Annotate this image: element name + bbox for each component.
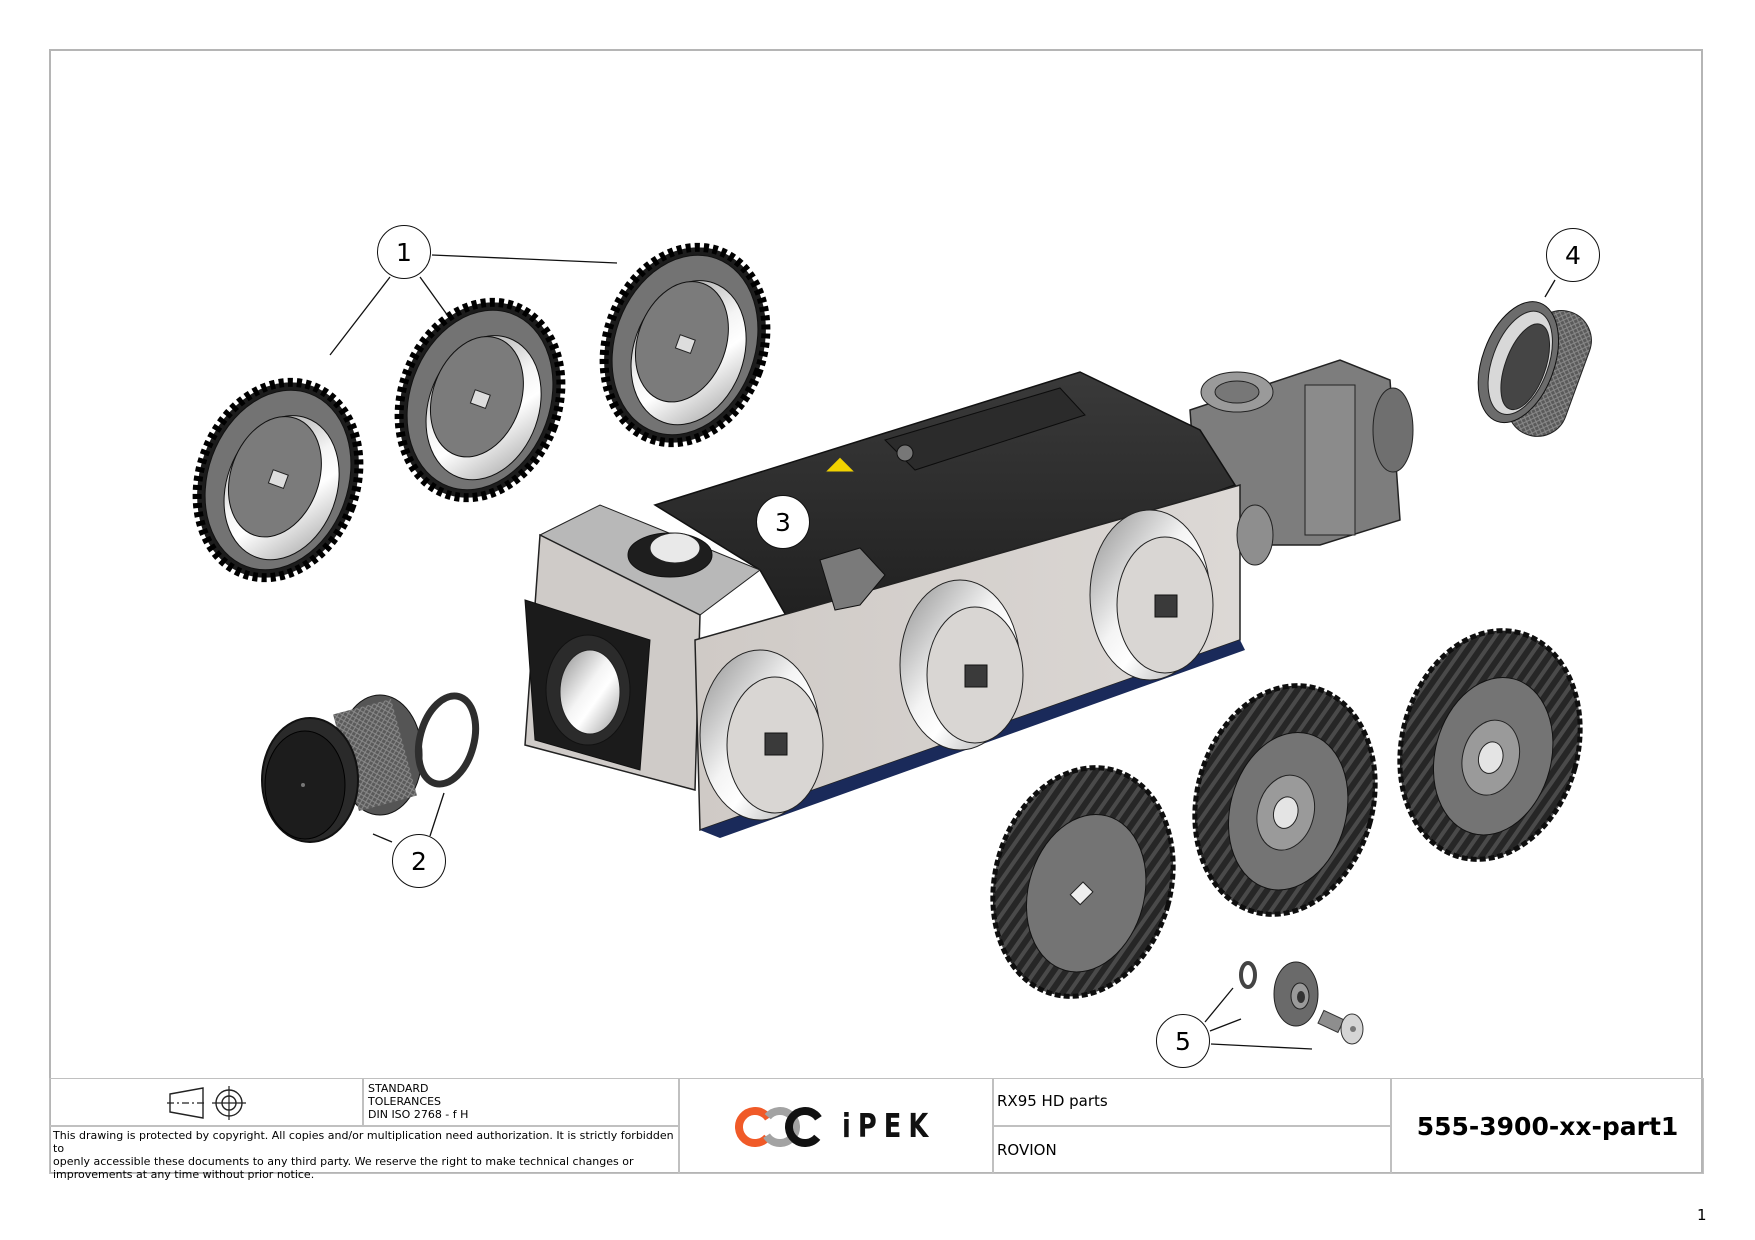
drawing-number: 555-3900-xx-part1 [1391, 1078, 1704, 1174]
copyright-line: openly accessible these documents to any… [53, 1155, 634, 1168]
drawing-title: RX95 HD parts [993, 1078, 1391, 1126]
track-wheel-2 [394, 297, 566, 503]
crawler-housing [524, 359, 1414, 838]
balloon-4: 4 [1546, 228, 1600, 282]
copyright-notice: This drawing is protected by copyright. … [49, 1126, 679, 1181]
ipek-logo-rings-icon [735, 1107, 825, 1147]
button-head-screw [1317, 1009, 1364, 1045]
bevel-gear-1 [990, 765, 1176, 999]
knurled-ring [1477, 301, 1592, 437]
balloon-2: 2 [392, 834, 446, 888]
title-block: STANDARD TOLERANCES DIN ISO 2768 - f H T… [49, 1078, 1704, 1181]
washer [1239, 961, 1257, 989]
bevel-gear-2 [1192, 683, 1378, 917]
tolerances-line: STANDARD [368, 1082, 429, 1095]
high-voltage-warning-icon [823, 456, 857, 473]
balloon-label: 4 [1565, 240, 1581, 270]
side-hub-1 [699, 649, 824, 821]
o-ring [414, 692, 480, 788]
copyright-line: This drawing is protected by copyright. … [53, 1129, 674, 1155]
track-wheel-3 [599, 242, 771, 448]
drawing-number-text: 555-3900-xx-part1 [1416, 1111, 1679, 1141]
copyright-line: improvements at any time without prior n… [53, 1168, 315, 1181]
side-hub-3 [1089, 509, 1214, 681]
balloon-3: 3 [756, 495, 810, 549]
balloon-label: 3 [775, 507, 791, 537]
end-cap [261, 694, 423, 843]
hub-cap [1273, 961, 1319, 1027]
drawing-subtitle: ROVION [993, 1126, 1391, 1174]
track-wheel-1 [192, 377, 364, 583]
balloon-label: 5 [1175, 1026, 1191, 1056]
leader-lines [329, 254, 1556, 1050]
page-number: 1 [1697, 1206, 1707, 1224]
first-angle-projection-icon [167, 1086, 246, 1120]
logo-text: iPEK [842, 1106, 936, 1145]
balloon-1: 1 [377, 225, 431, 279]
balloon-5: 5 [1156, 1014, 1210, 1068]
projection-cell [49, 1078, 363, 1126]
side-hub-2 [899, 579, 1024, 751]
bevel-gear-3 [1397, 628, 1583, 862]
tolerances-line: TOLERANCES [368, 1095, 442, 1108]
tolerances-standard: DIN ISO 2768 - f H [368, 1108, 469, 1121]
company-logo: iPEK [679, 1078, 993, 1174]
balloon-label: 1 [396, 237, 412, 267]
tolerances-cell: STANDARD TOLERANCES DIN ISO 2768 - f H [363, 1078, 679, 1126]
balloon-label: 2 [411, 846, 427, 876]
